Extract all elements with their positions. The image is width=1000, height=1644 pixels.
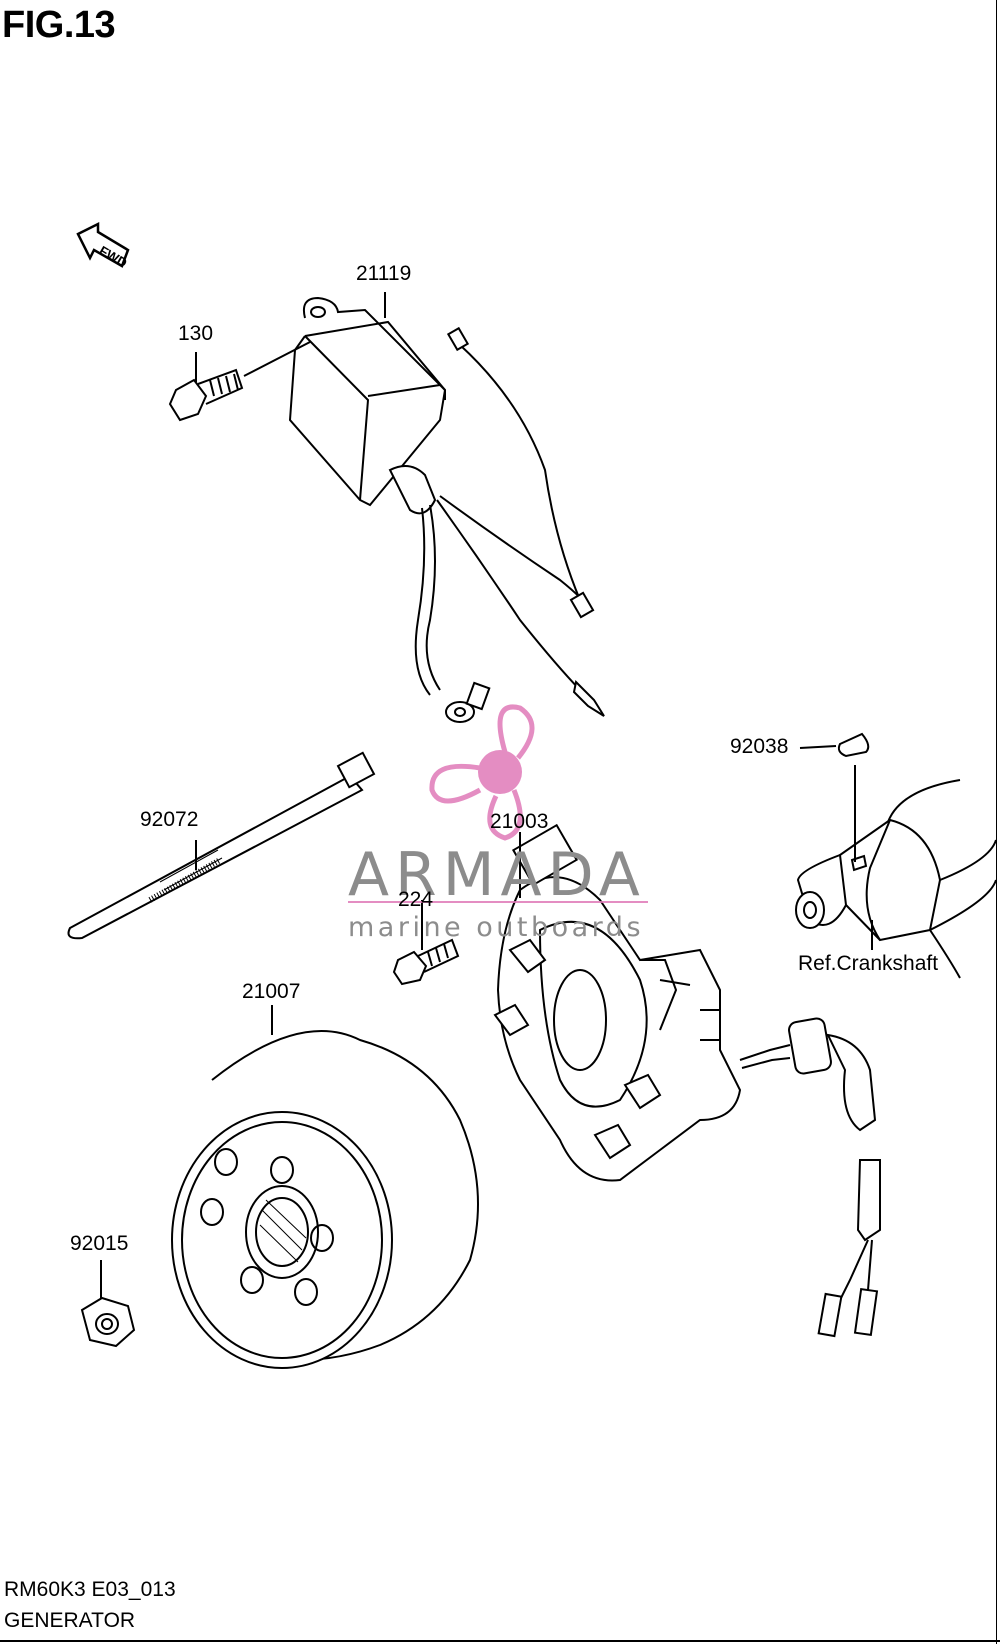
ignition-module [288, 296, 605, 723]
screw-224 [392, 938, 460, 986]
callout-21003: 21003 [490, 810, 549, 833]
callout-92038: 92038 [730, 735, 789, 758]
callout-130: 130 [178, 322, 214, 345]
callout-21119: 21119 [356, 262, 412, 285]
watermark-tagline: marine outboards [348, 912, 645, 943]
page-bottom-border [0, 1640, 1000, 1642]
bolt-130 [168, 341, 311, 422]
cable-tie-92072 [67, 751, 376, 940]
callout-224: 224 [398, 888, 434, 911]
section-name: GENERATOR [4, 1609, 136, 1632]
fwd-arrow-icon: FWD [76, 221, 130, 271]
callout-92072: 92072 [140, 808, 199, 831]
callout-92015: 92015 [70, 1232, 129, 1255]
flywheel-21007 [171, 1005, 479, 1369]
nut-92015 [80, 1260, 136, 1348]
figure-title: FIG.13 [2, 4, 116, 46]
stator-21003 [493, 823, 881, 1338]
page-border [996, 0, 997, 1644]
crankshaft [795, 732, 997, 979]
callout-21007: 21007 [242, 980, 301, 1003]
diagram-code: RM60K3 E03_013 [4, 1578, 176, 1601]
callout-crankshaft-ref: Ref.Crankshaft [798, 952, 939, 975]
armada-logo-icon [348, 704, 648, 903]
watermark-name: ARMADA [348, 840, 646, 910]
